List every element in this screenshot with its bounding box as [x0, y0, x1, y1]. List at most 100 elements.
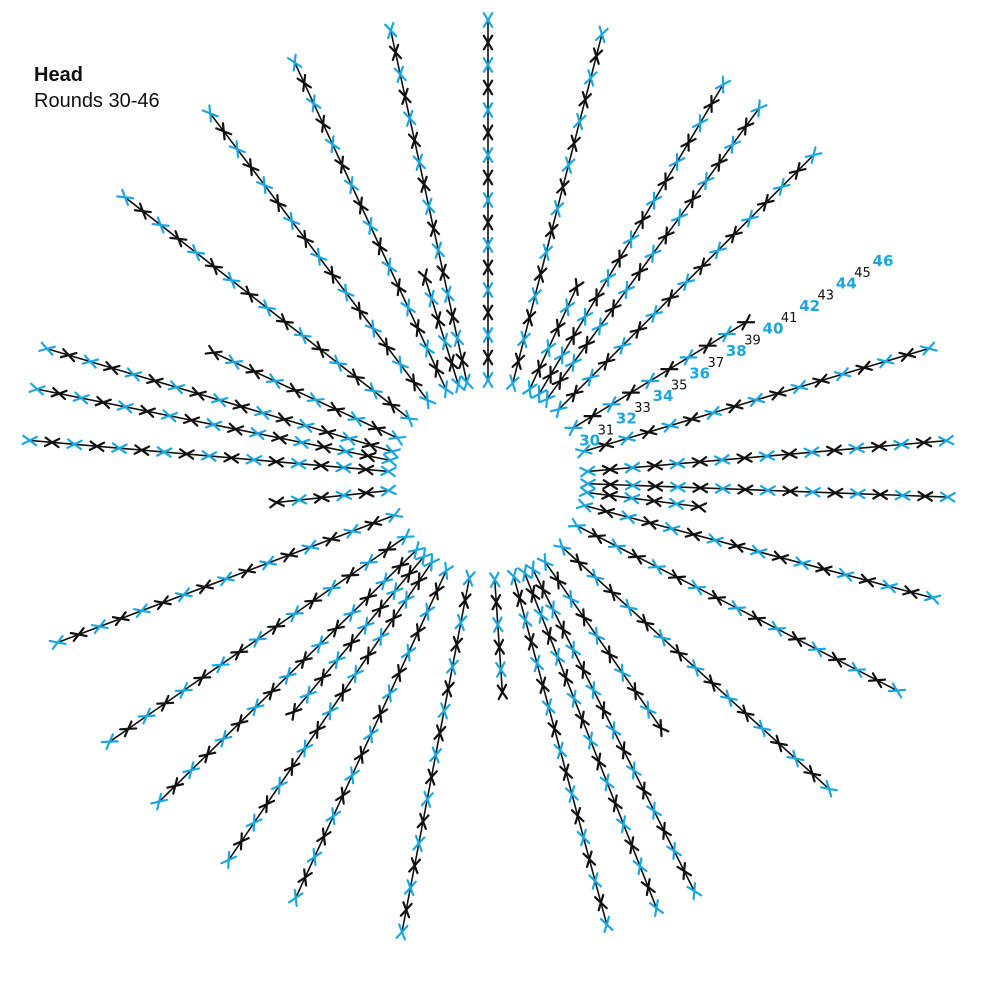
stitch-mark	[848, 442, 865, 455]
stitch-spoke	[489, 571, 509, 701]
stitch-mark	[607, 538, 627, 555]
stitch-mark	[259, 555, 278, 571]
stitch-mark	[575, 660, 592, 680]
stitch-mark	[454, 613, 468, 632]
stitch-mark	[567, 517, 586, 534]
stitch-mark	[285, 702, 303, 721]
stitch-mark	[634, 210, 651, 230]
stitch-mark	[426, 219, 441, 237]
stitch-mark	[285, 605, 304, 623]
stitch-mark	[116, 400, 134, 414]
diagram-title: Head	[34, 64, 83, 86]
stitch-mark	[938, 434, 955, 447]
stitch-mark	[482, 34, 494, 51]
stitch-mark	[482, 124, 494, 141]
stitch-mark	[268, 455, 285, 468]
stitch-mark	[790, 380, 809, 395]
stitch-mark	[786, 749, 805, 768]
stitch-mark	[198, 745, 217, 764]
stitch-mark	[533, 605, 549, 624]
stitch-mark	[410, 623, 426, 642]
stitch-mark	[412, 834, 426, 853]
stitch-mark	[538, 390, 556, 409]
stitch-spoke	[524, 560, 703, 901]
stitch-mark	[652, 719, 670, 738]
stitch-mark	[429, 746, 443, 764]
stitch-mark	[240, 285, 259, 303]
stitch-mark	[666, 841, 683, 860]
stitch-mark	[337, 444, 355, 458]
stitch-mark	[482, 304, 494, 321]
stitch-mark	[597, 504, 616, 519]
stitch-chain-line	[587, 491, 699, 508]
stitch-mark	[556, 178, 570, 196]
round-label: 44	[836, 274, 857, 292]
stitch-mark	[313, 668, 332, 687]
stitch-mark	[311, 635, 329, 654]
stitch-mark	[375, 572, 394, 591]
stitch-mark	[403, 879, 417, 897]
stitch-mark	[462, 569, 476, 587]
stitch-mark	[566, 689, 582, 708]
stitch-mark	[657, 172, 674, 191]
stitch-mark	[626, 682, 644, 701]
stitch-mark	[482, 192, 494, 208]
stitch-mark	[275, 313, 294, 331]
stitch-mark	[749, 544, 768, 559]
stitch-mark	[482, 102, 494, 118]
stitch-mark	[644, 244, 662, 263]
stitch-mark	[819, 780, 838, 798]
stitch-mark	[215, 122, 233, 141]
stitch-mark	[703, 674, 722, 692]
stitch-mark	[506, 567, 521, 586]
stitch-mark	[505, 374, 520, 392]
stitch-mark	[535, 580, 551, 599]
stitch-mark	[38, 341, 56, 356]
stitch-mark	[386, 582, 404, 601]
stitch-mark	[880, 579, 898, 594]
stitch-mark	[357, 463, 375, 476]
stitch-mark	[226, 422, 245, 436]
stitch-mark	[601, 489, 618, 502]
stitch-mark	[772, 177, 791, 196]
stitch-mark	[167, 380, 186, 395]
stitch-mark	[490, 594, 503, 611]
stitch-mark	[782, 485, 799, 497]
round-label: 42	[799, 297, 820, 315]
stitch-mark	[578, 486, 596, 499]
stitch-chain-line	[424, 276, 460, 385]
stitch-mark	[187, 244, 206, 262]
stitch-spoke	[549, 146, 823, 419]
stitch-mark	[553, 346, 571, 365]
stitch-chain-line	[293, 556, 425, 713]
stitch-mark	[344, 766, 360, 785]
stitch-spoke	[100, 528, 415, 751]
stitch-mark	[581, 368, 600, 387]
stitch-spoke	[579, 478, 956, 503]
stitch-mark	[870, 440, 888, 453]
stitch-mark	[66, 438, 83, 451]
stitch-mark	[902, 585, 920, 599]
stitch-mark	[496, 683, 509, 701]
stitch-mark	[267, 618, 286, 635]
stitch-mark	[124, 367, 143, 382]
stitch-mark	[583, 731, 599, 750]
stitch-mark	[81, 354, 100, 369]
stitch-mark	[691, 114, 709, 133]
stitch-mark	[736, 452, 753, 464]
stitch-mark	[717, 325, 736, 343]
stitch-mark	[690, 500, 708, 513]
stitch-mark	[653, 628, 672, 647]
stitch-mark	[343, 603, 362, 622]
stitch-mark	[391, 355, 409, 374]
stitch-mark	[788, 162, 807, 180]
stitch-mark	[116, 188, 135, 206]
stitch-mark	[429, 582, 445, 601]
stitch-mark	[318, 425, 337, 440]
stitch-mark	[450, 635, 464, 654]
diagram-subtitle: Rounds 30-46	[34, 90, 160, 112]
stitch-mark	[586, 568, 605, 587]
stitch-mark	[812, 373, 830, 388]
stitch-mark	[661, 289, 680, 307]
